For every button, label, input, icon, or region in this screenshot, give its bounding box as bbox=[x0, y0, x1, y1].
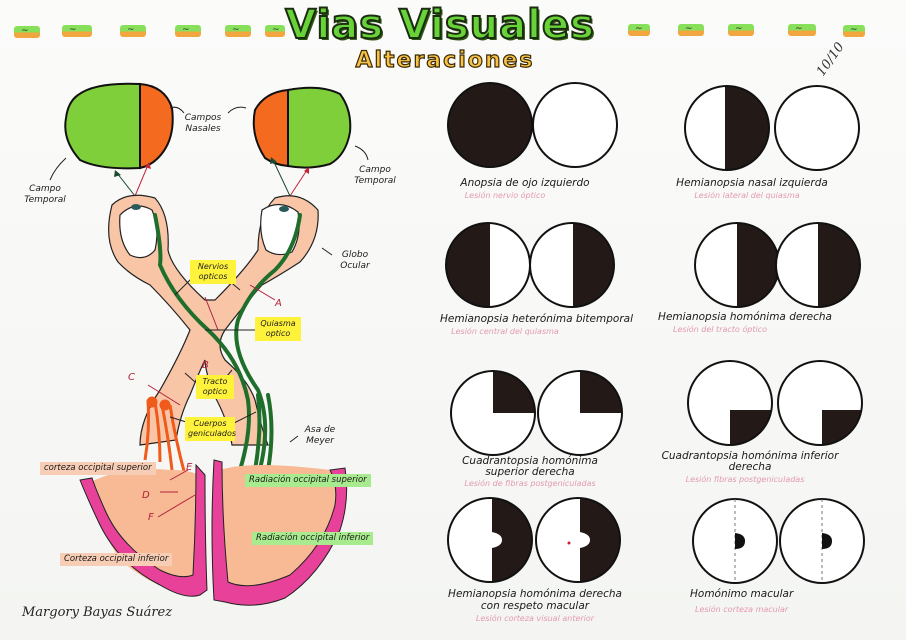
label-campo-temporal-right: Campo Temporal bbox=[354, 165, 396, 186]
field-bitemporal-left-eye bbox=[445, 222, 531, 308]
field-quadrant-inferior-left-eye bbox=[687, 360, 773, 446]
decor-dash: ~ bbox=[265, 25, 285, 37]
label-cuerpos-geniculados: Cuerpos geniculados bbox=[185, 417, 236, 441]
decor-dash: ~ bbox=[62, 25, 92, 37]
decor-dash: ~ bbox=[843, 25, 865, 37]
lesion-point-a: A bbox=[275, 298, 282, 309]
field-anopsia-left-eye bbox=[447, 82, 533, 168]
decor-dash: ~ bbox=[628, 24, 650, 36]
caption-alteration-4: Hemianopsia homónima derecha bbox=[658, 311, 832, 323]
decor-dash: ~ bbox=[728, 24, 754, 36]
caption-alteration-7: Hemianopsia homónima derecha con respeto… bbox=[448, 588, 622, 612]
decor-dash: ~ bbox=[225, 25, 251, 37]
label-radiacion-occipital-inferior: Radiación occipital inferior bbox=[252, 532, 374, 545]
field-anopsia-right-eye bbox=[532, 82, 618, 168]
decor-dash: ~ bbox=[678, 24, 704, 36]
lesion-point-d: D bbox=[142, 490, 150, 501]
lesion-alteration-3: Lesión central del quiasma bbox=[451, 327, 559, 336]
caption-alteration-6: Cuadrantopsia homónima inferior derecha bbox=[661, 450, 839, 473]
label-asa-de-meyer: Asa de Meyer bbox=[304, 425, 336, 446]
lesion-point-f: F bbox=[148, 512, 154, 523]
field-quadrant-superior-left-eye bbox=[450, 370, 536, 456]
label-corteza-occipital-superior: corteza occipital superior bbox=[40, 462, 156, 475]
lesion-alteration-4: Lesión del tracto óptico bbox=[673, 325, 767, 334]
label-campos-nasales: Campos Nasales bbox=[184, 113, 222, 134]
lesion-point-c: C bbox=[128, 372, 135, 383]
field-macular-sparing-left-eye bbox=[447, 497, 533, 583]
field-quadrant-inferior-right-eye bbox=[777, 360, 863, 446]
caption-alteration-5: Cuadrantopsia homónima superior derecha bbox=[462, 455, 598, 478]
label-radiacion-occipital-superior: Radiación occipital superior bbox=[245, 474, 371, 487]
field-nasal-right-eye bbox=[774, 85, 860, 171]
label-tracto-optico: Tracto optico bbox=[196, 375, 234, 399]
label-nervios-opticos: Nervios opticos bbox=[190, 260, 236, 284]
caption-alteration-3: Hemianopsia heterónima bitemporal bbox=[440, 313, 633, 325]
decor-dash: ~ bbox=[120, 25, 146, 37]
page-subtitle: Alteraciones bbox=[355, 47, 535, 73]
author-signature: Margory Bayas Suárez bbox=[22, 605, 173, 620]
right-eye-visual-field bbox=[252, 86, 352, 169]
lesion-alteration-8: Lesión corteza macular bbox=[695, 605, 789, 614]
label-campo-temporal-left: Campo Temporal bbox=[24, 184, 66, 205]
lesion-point-b: B bbox=[202, 360, 209, 371]
decor-dash: ~ bbox=[788, 24, 816, 36]
lesion-alteration-2: Lesión lateral del quiasma bbox=[694, 191, 800, 200]
label-quiasma-optico: Quiasma optico bbox=[255, 317, 301, 341]
label-corteza-occipital-inferior: Corteza occipital inferior bbox=[60, 553, 173, 566]
caption-alteration-2: Hemianopsia nasal izquierda bbox=[676, 177, 828, 189]
lesion-point-e: E bbox=[186, 462, 193, 473]
decor-dash: ~ bbox=[175, 25, 201, 37]
field-quadrant-superior-right-eye bbox=[537, 370, 623, 456]
lesion-alteration-5: Lesión de fibras postgeniculadas bbox=[464, 479, 596, 488]
lesion-alteration-6: Lesión fibras postgeniculadas bbox=[685, 475, 805, 484]
field-nasal-left-eye bbox=[684, 85, 770, 171]
lesion-alteration-7: Lesión corteza visual anterior bbox=[475, 614, 595, 623]
field-macular-right-eye bbox=[779, 498, 865, 584]
page-title: Vias Visuales bbox=[284, 1, 595, 49]
field-homonymous-right-left-eye bbox=[694, 222, 780, 308]
lesion-alteration-1: Lesión nervio óptico bbox=[464, 191, 546, 200]
decor-dash: ~ bbox=[14, 26, 40, 38]
caption-alteration-1: Anopsia de ojo izquierdo bbox=[460, 177, 590, 189]
orange-fibers bbox=[143, 396, 187, 476]
field-bitemporal-right-eye bbox=[529, 222, 615, 308]
field-macular-left-eye bbox=[692, 498, 778, 584]
field-macular-sparing-right-eye bbox=[535, 497, 621, 583]
left-eye-visual-field bbox=[64, 82, 174, 170]
label-globo-ocular: Globo Ocular bbox=[340, 250, 370, 271]
caption-alteration-8: Homónimo macular bbox=[690, 588, 794, 600]
field-homonymous-right-right-eye bbox=[775, 222, 861, 308]
